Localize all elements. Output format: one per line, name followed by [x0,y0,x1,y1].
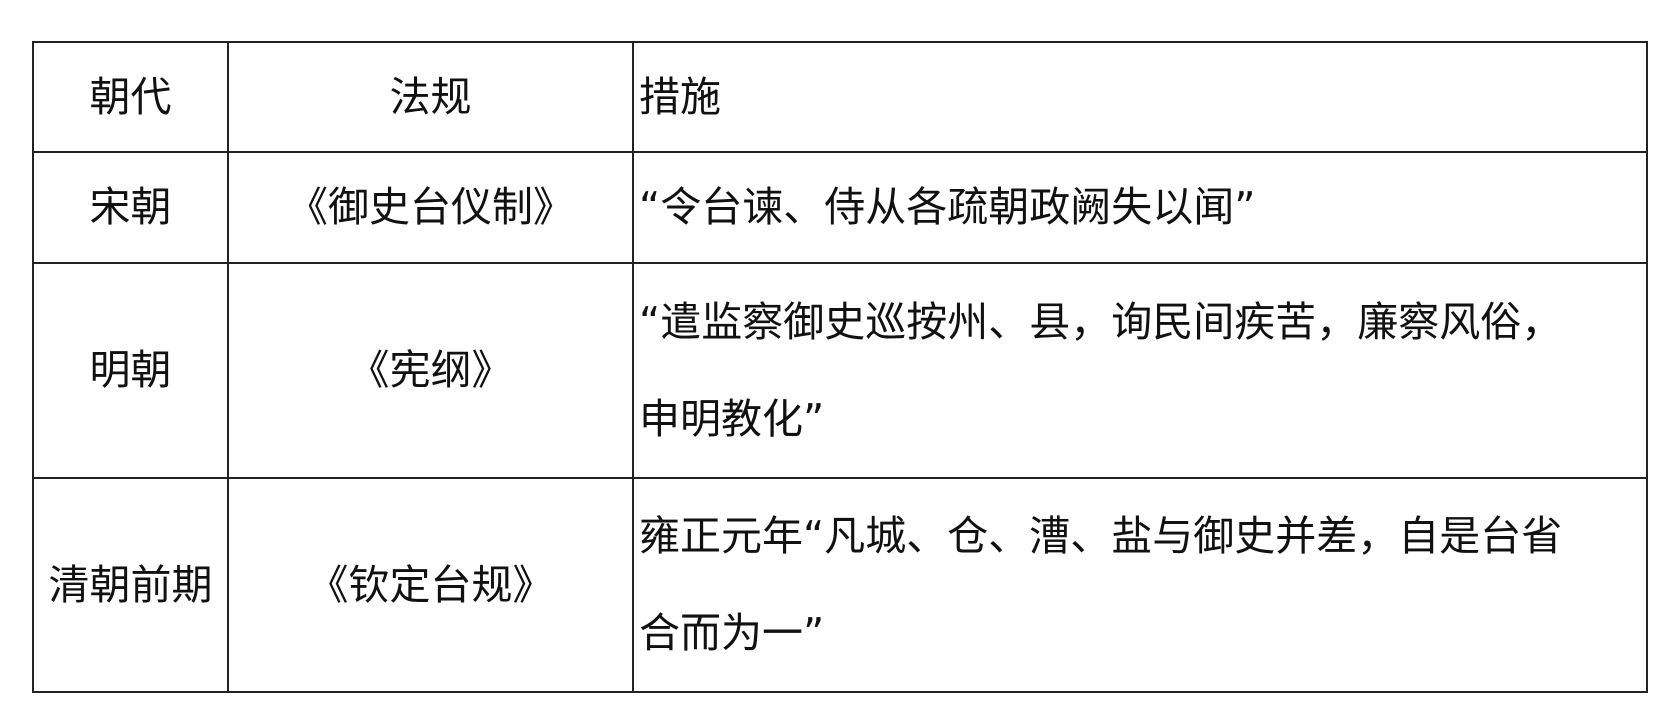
table-row: 清朝前期 《钦定台规》 雍正元年“凡城、仓、漕、盐与御史并差，自是台省 合而为一… [32,477,1648,693]
table-row: 明朝 《宪纲》 “遣监察御史巡按州、县，询民间疾苦，廉察风俗， 申明教化” [32,262,1648,479]
header-row: 朝代 法规 措施 [32,41,1648,153]
law-cell: 《钦定台规》 [227,477,634,693]
law-cell: 《御史台仪制》 [227,151,634,264]
measures-line: 雍正元年“凡城、仓、漕、盐与御史并差，自是台省 [639,512,1563,560]
measures-cell: “遣监察御史巡按州、县，询民间疾苦，廉察风俗， 申明教化” [632,262,1648,479]
regulation-table: 朝代 法规 措施 宋朝 《御史台仪制》 “令台谏、侍从各疏朝政阙失以闻” 明朝 … [32,41,1648,693]
measures-line: 申明教化” [639,394,825,443]
header-measures: 措施 [632,41,1648,153]
dynasty-cell: 明朝 [32,262,229,479]
measures-line: 合而为一” [639,609,825,657]
measures-line: “遣监察御史巡按州、县，询民间疾苦，廉察风俗， [639,297,1563,346]
measures-text: “令台谏、侍从各疏朝政阙失以闻” [639,187,1646,228]
law-cell: 《宪纲》 [227,262,634,479]
measures-line: “令台谏、侍从各疏朝政阙失以闻” [639,183,1256,231]
measures-cell: 雍正元年“凡城、仓、漕、盐与御史并差，自是台省 合而为一” [632,477,1648,693]
dynasty-cell: 宋朝 [32,151,229,264]
dynasty-cell: 清朝前期 [32,477,229,693]
table-row: 宋朝 《御史台仪制》 “令台谏、侍从各疏朝政阙失以闻” [32,151,1648,264]
measures-cell: “令台谏、侍从各疏朝政阙失以闻” [632,151,1648,264]
header-dynasty: 朝代 [32,41,229,153]
header-law: 法规 [227,41,634,153]
measures-text: “遣监察御史巡按州、县，询民间疾苦，廉察风俗， 申明教化” [639,297,1646,443]
measures-text: 雍正元年“凡城、仓、漕、盐与御史并差，自是台省 合而为一” [639,516,1646,654]
